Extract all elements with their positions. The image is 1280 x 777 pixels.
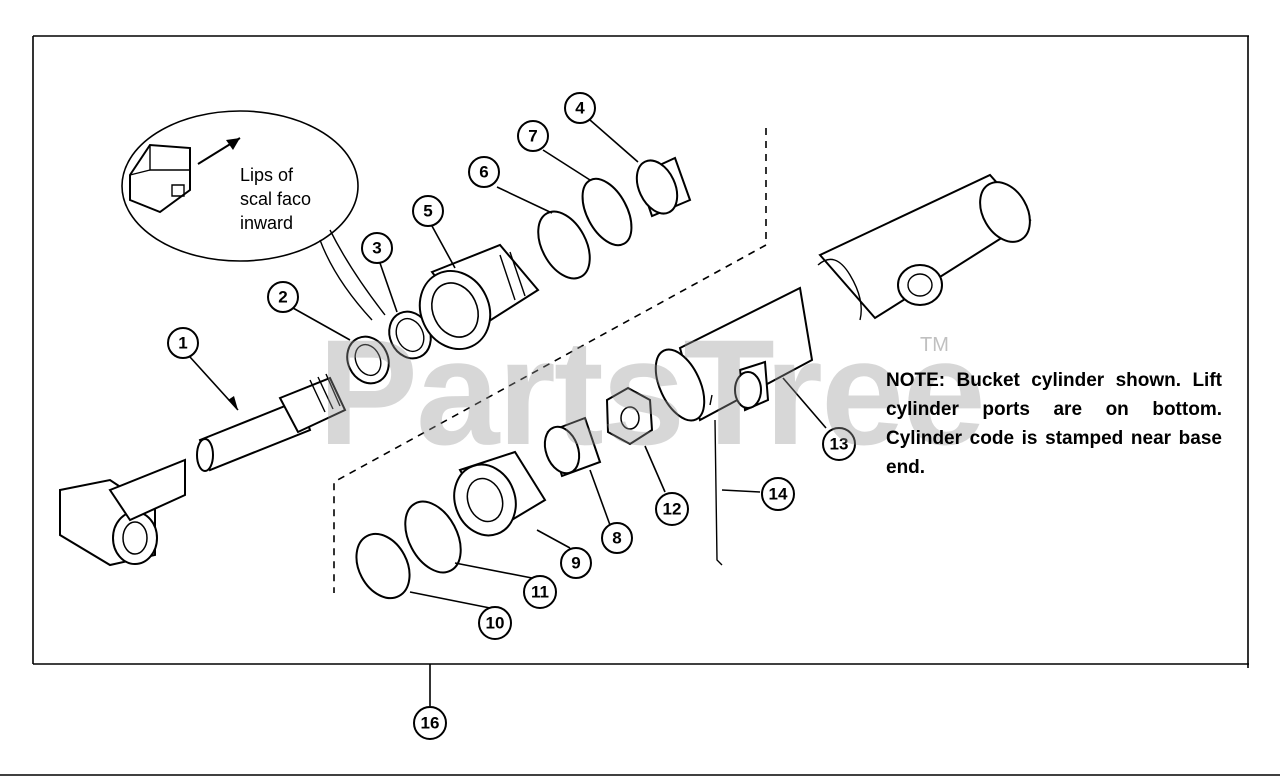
callout-16: 16 bbox=[413, 706, 447, 740]
callout-10: 10 bbox=[478, 606, 512, 640]
cylinder-note: NOTE: Bucket cylinder shown. Lift cylind… bbox=[886, 366, 1222, 482]
svg-text:14: 14 bbox=[769, 485, 788, 504]
callout-6: 6 bbox=[468, 156, 500, 188]
part-6-o-ring bbox=[537, 210, 591, 280]
part-11-piston-seal bbox=[404, 500, 462, 574]
part-8-bushing bbox=[543, 416, 602, 478]
callout-7: 7 bbox=[517, 120, 549, 152]
svg-text:11: 11 bbox=[531, 583, 549, 602]
callout-5: 5 bbox=[412, 195, 444, 227]
callout-1: 1 bbox=[167, 327, 199, 359]
part-9-piston bbox=[453, 450, 547, 537]
part-1-piston-rod bbox=[59, 373, 347, 567]
watermark-tm: TM bbox=[920, 334, 949, 356]
callout-12: 12 bbox=[655, 492, 689, 526]
part-5-gland bbox=[418, 243, 540, 350]
note-text: Bucket cylinder shown. Lift cylinder por… bbox=[886, 370, 1222, 478]
part-12-nut bbox=[605, 386, 654, 446]
svg-text:10: 10 bbox=[486, 614, 505, 633]
part-14-wire bbox=[709, 394, 723, 566]
svg-text:12: 12 bbox=[663, 500, 682, 519]
svg-text:6: 6 bbox=[479, 163, 488, 182]
callout-9: 9 bbox=[560, 547, 592, 579]
leader-lines bbox=[189, 119, 827, 706]
seal-note-line-3: inward bbox=[240, 213, 294, 233]
svg-text:2: 2 bbox=[278, 288, 287, 307]
svg-text:5: 5 bbox=[423, 202, 432, 221]
cylinder-barrel bbox=[817, 173, 1032, 321]
callout-11: 11 bbox=[523, 575, 557, 609]
seal-note-line-1: Lips of bbox=[240, 165, 294, 185]
svg-text:13: 13 bbox=[830, 435, 849, 454]
callout-14: 14 bbox=[761, 477, 795, 511]
callout-2: 2 bbox=[267, 281, 299, 313]
part-10-wear-ring bbox=[355, 532, 411, 600]
watermark: PartsTree bbox=[318, 308, 986, 476]
svg-text:4: 4 bbox=[575, 99, 585, 118]
part-7-backup-ring bbox=[581, 177, 633, 247]
seal-detail-bubble bbox=[121, 110, 386, 321]
callout-8: 8 bbox=[601, 522, 633, 554]
note-label: NOTE: bbox=[886, 370, 946, 391]
part-4-bushing bbox=[635, 156, 692, 218]
part-13-cylinder-tube bbox=[654, 286, 814, 422]
part-2-wiper-seal bbox=[346, 335, 390, 385]
callout-4: 4 bbox=[564, 92, 596, 124]
seal-note-line-2: scal faco bbox=[240, 189, 312, 209]
svg-text:8: 8 bbox=[612, 529, 621, 548]
svg-text:9: 9 bbox=[571, 554, 580, 573]
dashed-group-boundary bbox=[333, 128, 767, 593]
svg-text:16: 16 bbox=[421, 714, 440, 733]
callout-13: 13 bbox=[822, 427, 856, 461]
svg-text:7: 7 bbox=[528, 127, 537, 146]
seal-detail-note: Lips of scal faco inward bbox=[240, 163, 311, 235]
svg-text:3: 3 bbox=[372, 239, 381, 258]
svg-text:1: 1 bbox=[178, 334, 187, 353]
callout-3: 3 bbox=[361, 232, 393, 264]
